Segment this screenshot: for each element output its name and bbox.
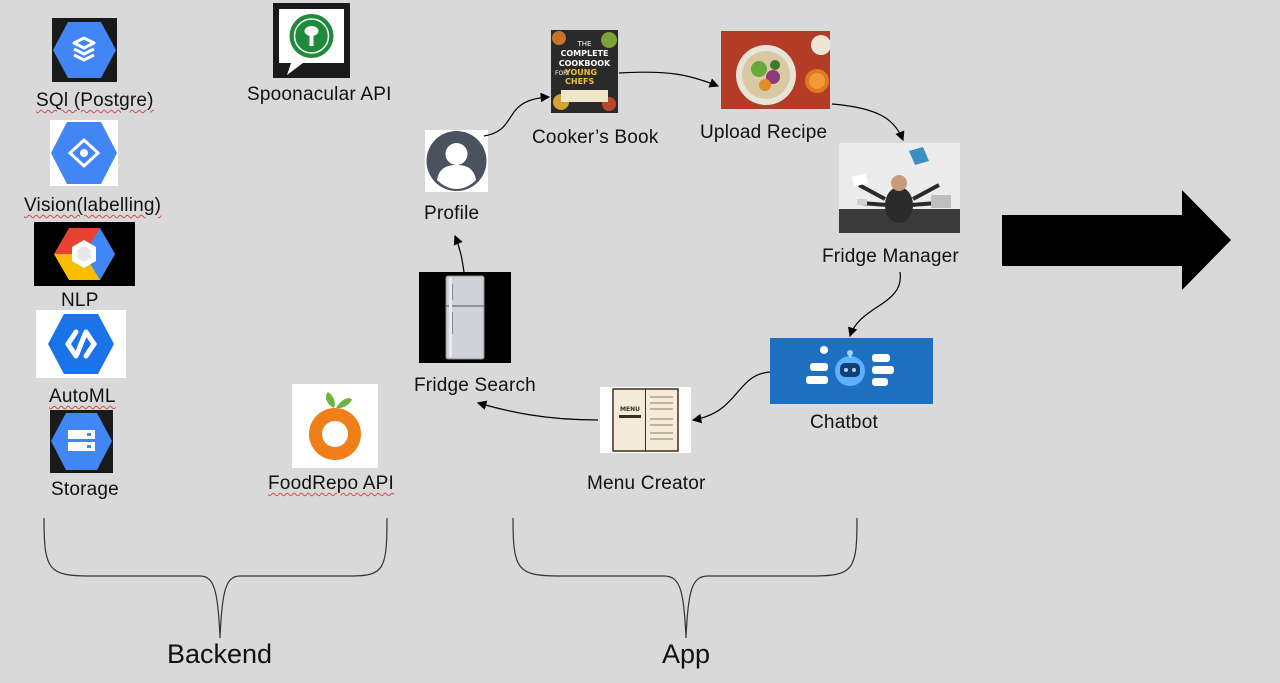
- arrow-fridge-search-to-profile: [453, 234, 465, 273]
- chatbot-label: Chatbot: [810, 412, 878, 433]
- cookbook-line4: FOR: [555, 70, 568, 77]
- spoonacular-label: Spoonacular API: [247, 84, 392, 105]
- cookbook-cover-image[interactable]: THE COMPLETE COOKBOOK FOR YOUNG CHEFS: [551, 30, 618, 113]
- chatbot-robot-icon[interactable]: [770, 338, 933, 404]
- sql-label: SQl (Postgre): [36, 90, 154, 111]
- vision-label: Vision(labelling): [24, 195, 162, 216]
- recipe-food-image[interactable]: [721, 31, 830, 109]
- backend-brace: [43, 517, 388, 639]
- cloud-storage-icon: [50, 410, 113, 473]
- cookbook-line2: COMPLETE: [560, 49, 609, 58]
- profile-label: Profile: [424, 203, 480, 224]
- cookbook-line3: COOKBOOK: [558, 59, 611, 68]
- foodrepo-label: FoodRepo API: [268, 473, 394, 494]
- arrow-profile-to-cookbook: [483, 92, 551, 137]
- app-group-label: App: [662, 639, 711, 669]
- storage-label: Storage: [51, 479, 119, 500]
- arrow-menu-to-fridge-search: [476, 400, 599, 421]
- arrow-chatbot-to-menu: [691, 371, 771, 424]
- spoonacular-logo-icon: [273, 3, 350, 78]
- cookbook-line5: YOUNG CHEFS: [565, 68, 598, 86]
- automl-label: AutoML: [49, 386, 116, 407]
- automl-icon: [36, 310, 126, 378]
- arrow-cookbook-to-recipe: [618, 71, 720, 88]
- natural-language-icon: [34, 222, 135, 286]
- fridge-manager-label: Fridge Manager: [822, 246, 959, 267]
- cookbook-label: Cooker’s Book: [532, 127, 659, 148]
- big-right-arrow: [1002, 190, 1231, 290]
- menu-creator-label: Menu Creator: [587, 473, 706, 494]
- arrow-recipe-to-manager: [831, 103, 905, 142]
- menu-card-image[interactable]: MENU: [600, 387, 691, 453]
- backend-group-label: Backend: [167, 639, 273, 669]
- cloud-vision-icon: [50, 120, 118, 186]
- profile-avatar-icon[interactable]: [425, 130, 488, 192]
- fridge-search-label: Fridge Search: [414, 375, 536, 396]
- upload-recipe-label: Upload Recipe: [700, 122, 828, 143]
- multitasking-manager-image[interactable]: [839, 143, 960, 233]
- app-brace: [512, 517, 858, 639]
- cookbook-line1: THE: [577, 40, 592, 48]
- menu-card-title: MENU: [620, 406, 640, 413]
- arrow-manager-to-chatbot: [848, 271, 901, 338]
- foodrepo-logo-icon: [292, 384, 378, 468]
- nlp-label: NLP: [61, 290, 99, 311]
- cloud-sql-icon: [52, 18, 117, 82]
- fridge-image[interactable]: [419, 272, 511, 363]
